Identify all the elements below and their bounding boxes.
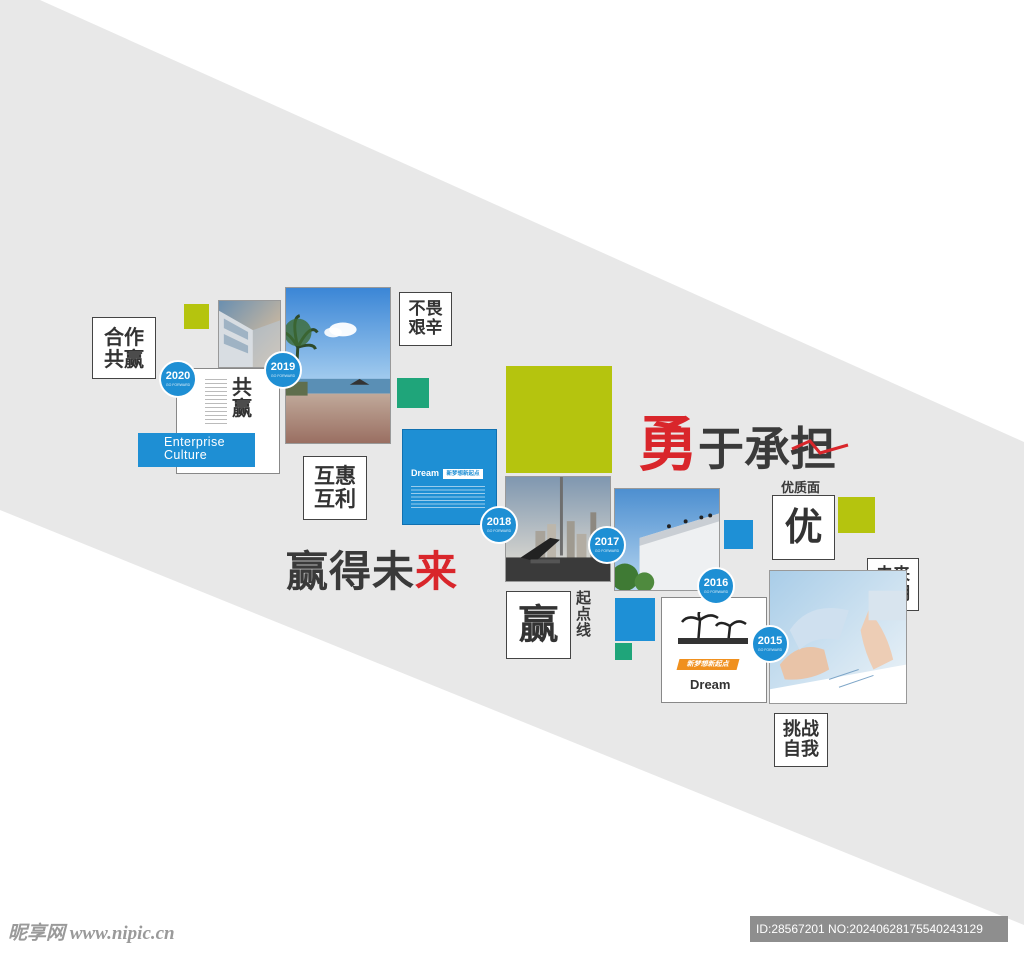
accent-square-green-large (506, 366, 612, 473)
card-2016-dream: Dream (690, 677, 731, 692)
slogan-quality: 优质面 (781, 481, 821, 496)
enterprise-culture-tag: Enterprise Culture (138, 433, 255, 467)
watermark-right: ID:28567201 NO:20240628175540243129 (750, 916, 1008, 942)
box-tiaozhan-ziwo: 挑战 自我 (774, 713, 828, 767)
card-2018-text-lines (411, 486, 485, 508)
card-2016-banner: 新梦想新起点 (676, 659, 740, 670)
box-hezuo-gongying: 合作 共赢 (92, 317, 156, 379)
box-ying: 赢 (506, 591, 571, 659)
box-huhui-huli: 互惠 互利 (303, 456, 367, 520)
accent-square-blue-1 (724, 520, 753, 549)
tag-line-1: Enterprise (164, 435, 225, 449)
slogan-win-future: 赢得未来 (286, 538, 458, 599)
watermark-left: 昵享网 www.nipic.cn (8, 923, 175, 944)
text-block-lines (205, 379, 227, 425)
slogan-win-future-main: 赢得未 (286, 547, 416, 596)
photo-business-hands (769, 570, 907, 704)
card-2018-blue: Dream 新梦想新起点 (402, 429, 497, 525)
photo-architecture-birds (614, 488, 720, 591)
slogan-win-future-red: 来 (415, 547, 459, 596)
card-2018-banner: 新梦想新起点 (443, 469, 483, 479)
box-buwei-jianxin: 不畏 艰辛 (399, 292, 452, 346)
accent-square-green-1 (184, 304, 209, 329)
accent-square-green-2 (838, 497, 875, 533)
slogan-brave-stroke (791, 439, 849, 455)
accent-square-blue-2 (615, 598, 655, 641)
photo-office-window (505, 476, 611, 582)
card-2020-title: 共 赢 (232, 375, 252, 420)
slogan-start-point: 起点线 (574, 590, 592, 638)
box-you: 优 (772, 495, 835, 560)
accent-square-teal-2 (615, 643, 632, 660)
accent-square-teal-1 (397, 378, 429, 408)
slogan-brave-rest: 于承担 (698, 422, 836, 476)
slogan-brave: 勇于承担 (638, 396, 836, 483)
slogan-brave-red: 勇 (638, 410, 698, 480)
card-2018-dream: Dream (411, 468, 440, 478)
tag-line-2: Culture (164, 448, 208, 463)
palm-silhouette (678, 612, 748, 644)
